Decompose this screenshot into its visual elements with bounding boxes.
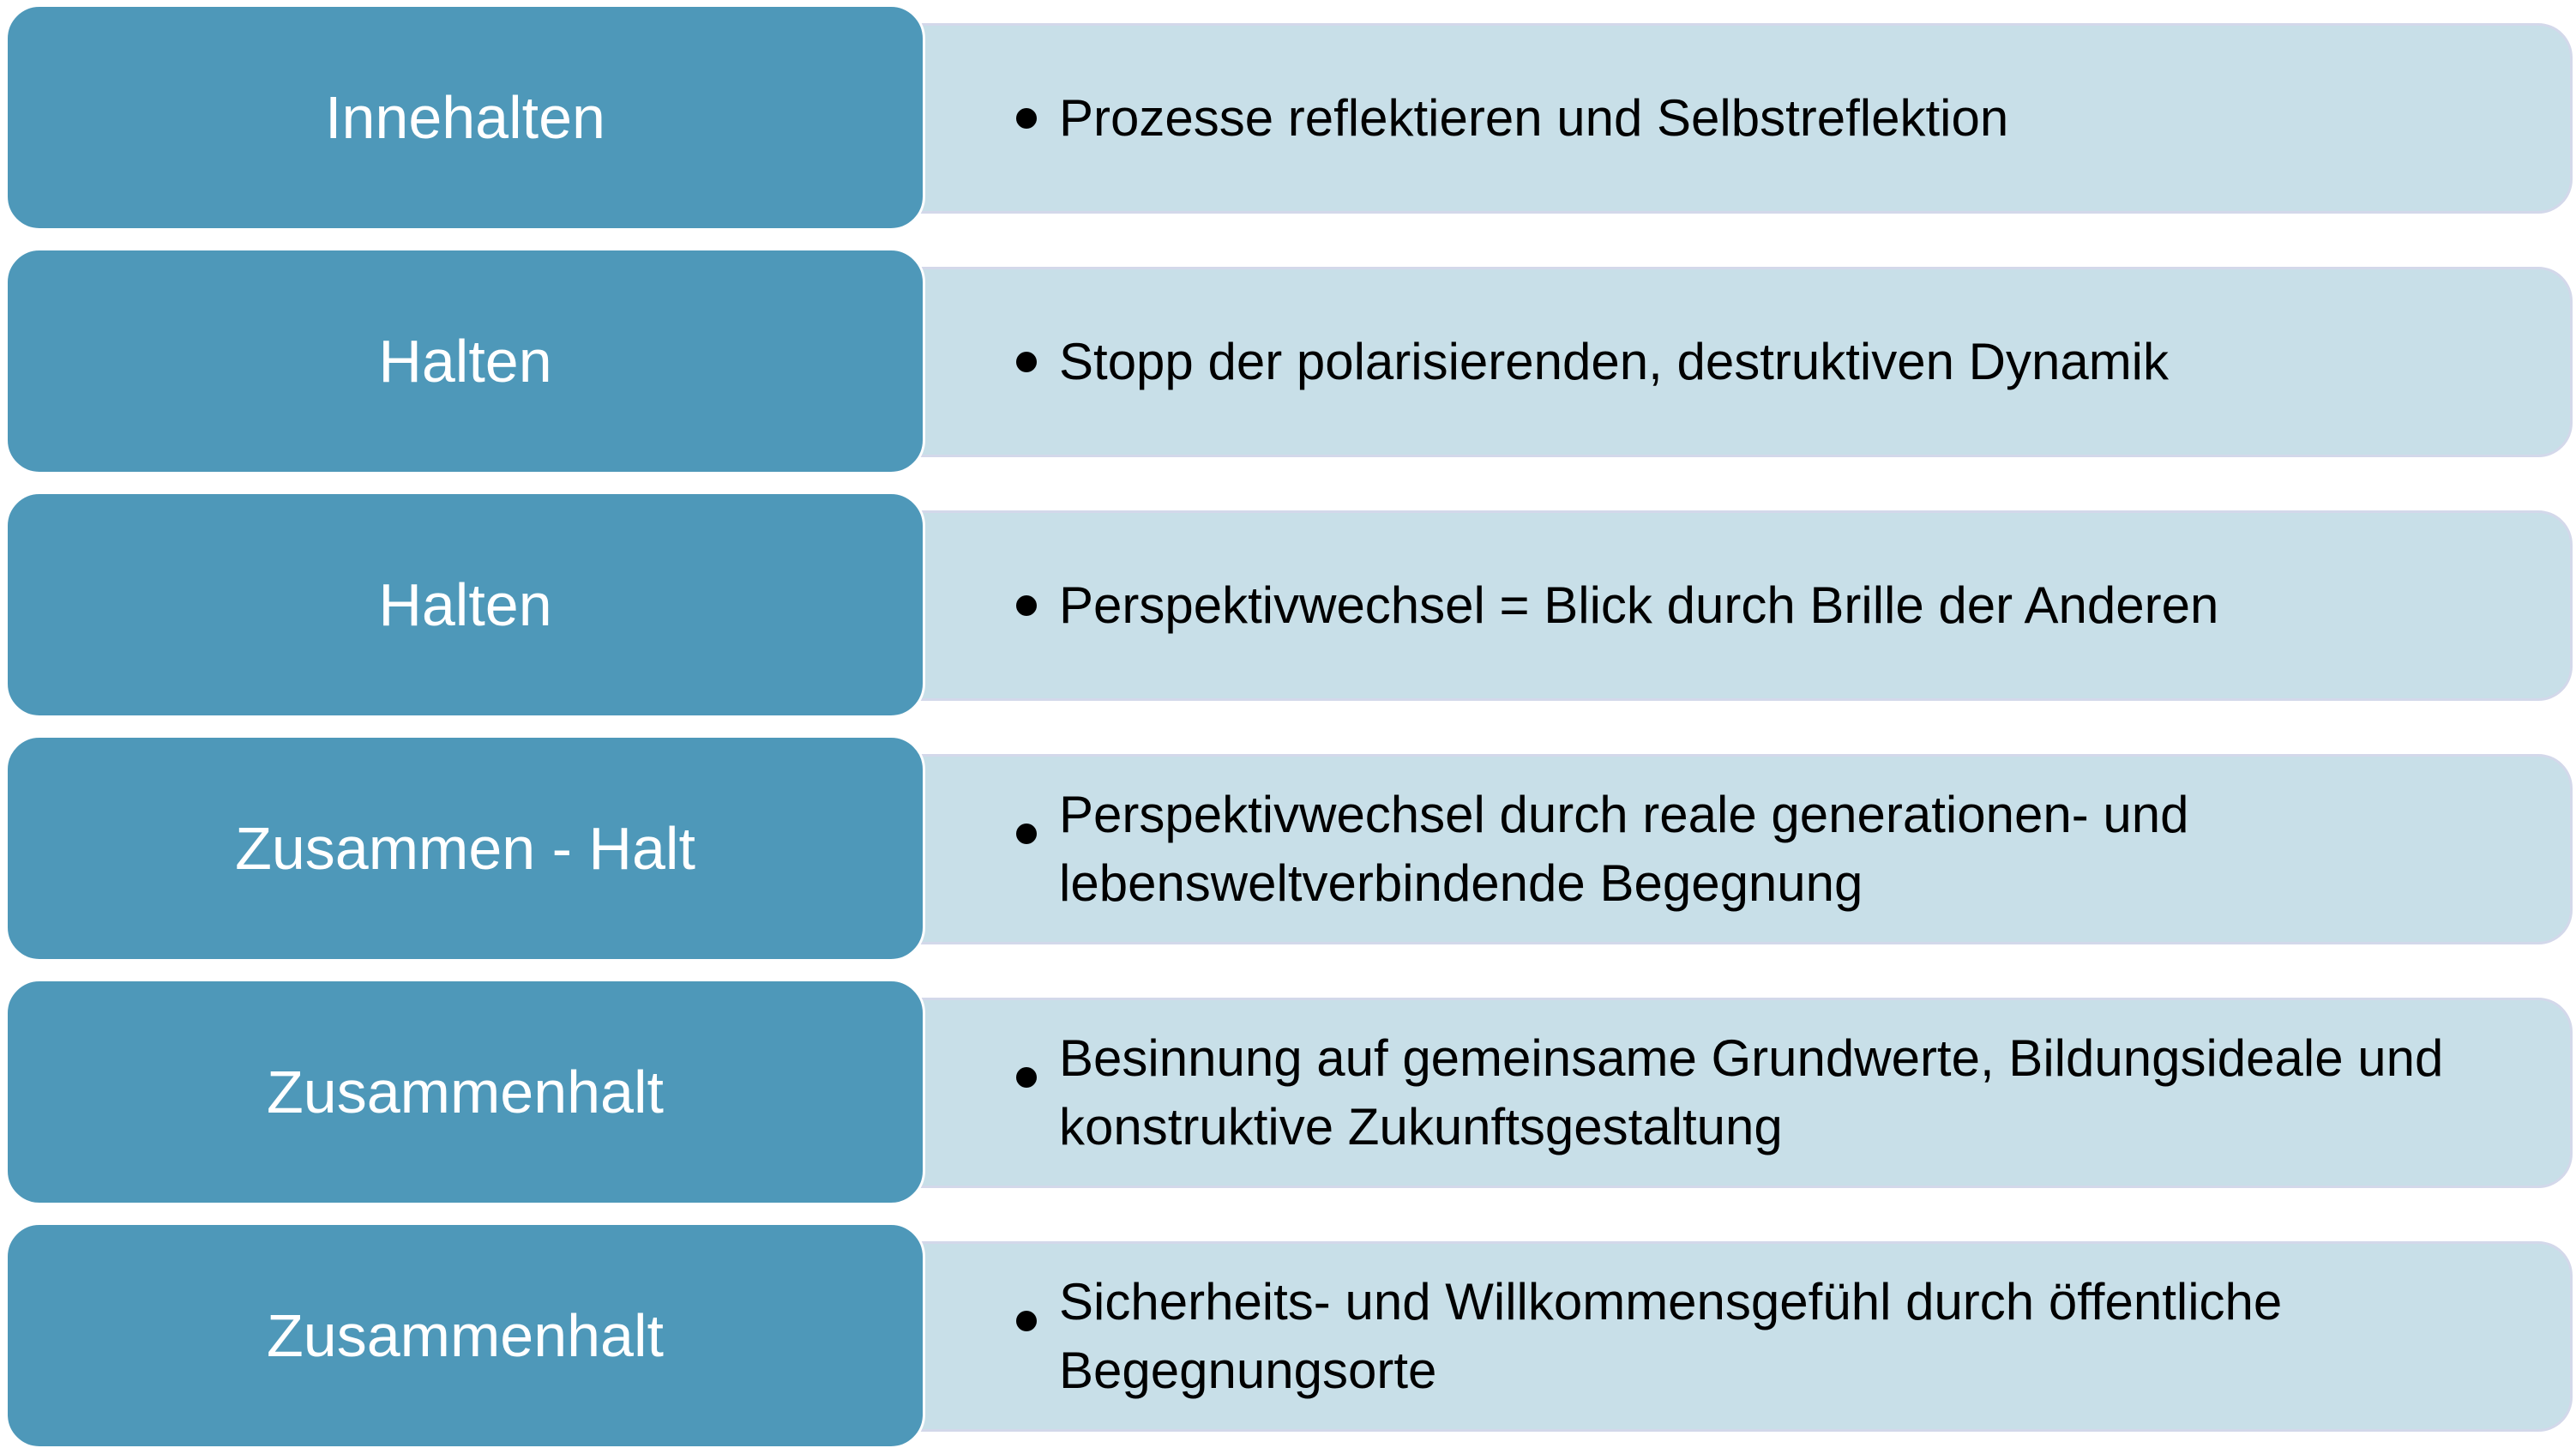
description-box: Perspektivwechsel durch reale generation… — [918, 754, 2573, 944]
bullet-icon — [1016, 1311, 1037, 1331]
diagram-row: Besinnung auf gemeinsame Grundwerte, Bil… — [0, 979, 2576, 1210]
diagram-row: Perspektivwechsel durch reale generation… — [0, 735, 2576, 967]
label-box: Zusammen - Halt — [5, 735, 925, 962]
description-box: Stopp der polarisierenden, destruktiven … — [918, 267, 2573, 457]
description-text: Stopp der polarisierenden, destruktiven … — [1059, 333, 2170, 390]
description-box: Prozesse reflektieren und Selbstreflekti… — [918, 23, 2573, 214]
diagram-row: Perspektivwechsel = Blick durch Brille d… — [0, 492, 2576, 723]
label-box: Zusammenhalt — [5, 1222, 925, 1449]
bullet-icon — [1016, 352, 1037, 372]
description-box: Sicherheits- und Willkommensgefühl durch… — [918, 1241, 2573, 1432]
description-box: Perspektivwechsel = Blick durch Brille d… — [918, 510, 2573, 701]
bullet-icon — [1016, 595, 1037, 616]
bullet-icon — [1016, 824, 1037, 844]
diagram-row: Prozesse reflektieren und Selbstreflekti… — [0, 4, 2576, 236]
diagram-row: Sicherheits- und Willkommensgefühl durch… — [0, 1222, 2576, 1454]
diagram-row: Stopp der polarisierenden, destruktiven … — [0, 248, 2576, 480]
description-text: Sicherheits- und Willkommensgefühl durch… — [1059, 1273, 2283, 1399]
description-text: Prozesse reflektieren und Selbstreflekti… — [1059, 89, 2009, 147]
description-box: Besinnung auf gemeinsame Grundwerte, Bil… — [918, 998, 2573, 1188]
description-text: Besinnung auf gemeinsame Grundwerte, Bil… — [1059, 1029, 2444, 1155]
bullet-icon — [1016, 108, 1037, 129]
label-box: Zusammenhalt — [5, 979, 925, 1205]
label-box: Innehalten — [5, 4, 925, 231]
label-box: Halten — [5, 492, 925, 718]
description-text: Perspektivwechsel durch reale generation… — [1059, 786, 2189, 912]
bullet-icon — [1016, 1067, 1037, 1088]
label-box: Halten — [5, 248, 925, 474]
description-text: Perspektivwechsel = Blick durch Brille d… — [1059, 576, 2219, 634]
